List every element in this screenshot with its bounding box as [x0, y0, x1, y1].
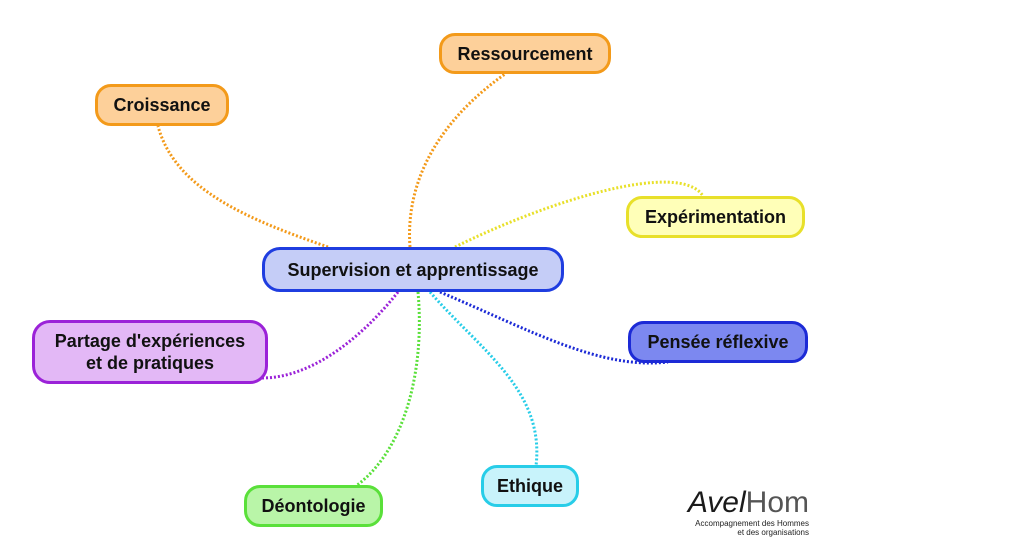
- topic-label-ressourcement: Ressourcement: [457, 43, 593, 64]
- link-ressourcement: [408, 72, 506, 248]
- logo-wordmark: AvelHom: [688, 486, 809, 520]
- central-topic-node[interactable]: Supervision et apprentissage: [262, 247, 564, 292]
- topic-label-partage: Partage d'expériences et de pratiques: [54, 331, 246, 373]
- logo-tagline: Accompagnement des Hommes et des organis…: [695, 519, 809, 537]
- logo-name-part2: Hom: [745, 486, 809, 519]
- topic-node-ressourcement[interactable]: Ressourcement: [439, 33, 611, 74]
- link-pensee-reflexive: [439, 290, 669, 365]
- logo-tagline-line1: Accompagnement des Hommes: [695, 519, 809, 528]
- topic-node-experimentation[interactable]: Expérimentation: [626, 196, 805, 238]
- avelhom-logo: AvelHom Accompagnement des Hommes et des…: [645, 486, 815, 538]
- topic-node-deontologie[interactable]: Déontologie: [244, 485, 383, 527]
- topic-label-croissance: Croissance: [113, 95, 211, 115]
- link-experimentation: [454, 180, 705, 249]
- topic-label-ethique: Ethique: [497, 476, 563, 496]
- topic-label-deontologie: Déontologie: [261, 496, 366, 516]
- topic-label-experimentation: Expérimentation: [644, 207, 787, 227]
- topic-node-pensee-reflexive[interactable]: Pensée réflexive: [628, 321, 808, 363]
- link-croissance: [156, 125, 329, 249]
- topic-label-pensee-reflexive: Pensée réflexive: [647, 332, 789, 352]
- central-topic-label: Supervision et apprentissage: [287, 259, 539, 280]
- link-partage: [261, 291, 400, 380]
- link-deontologie: [355, 291, 421, 488]
- link-ethique: [428, 291, 539, 467]
- topic-node-partage[interactable]: Partage d'expériences et de pratiques: [32, 320, 268, 384]
- logo-name-part1: Avel: [687, 486, 746, 519]
- topic-node-croissance[interactable]: Croissance: [95, 84, 229, 126]
- logo-tagline-line2: et des organisations: [737, 528, 809, 537]
- topic-node-ethique[interactable]: Ethique: [481, 465, 579, 507]
